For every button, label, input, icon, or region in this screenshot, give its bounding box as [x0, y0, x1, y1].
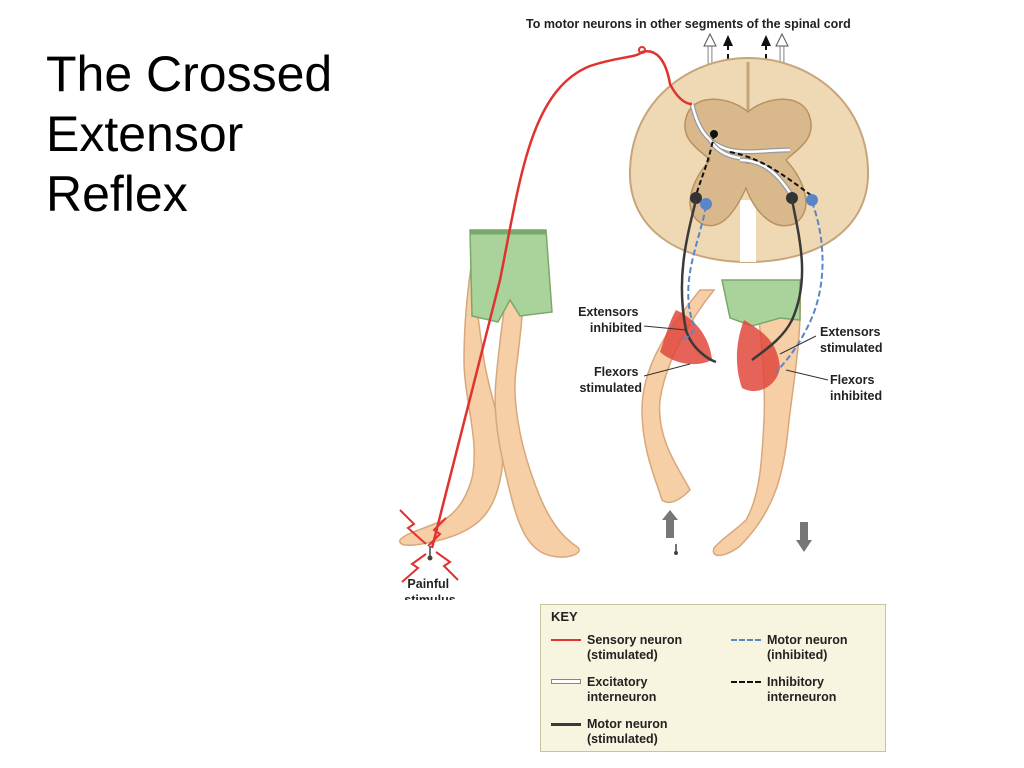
- inhibitory-swatch: [731, 681, 761, 683]
- slide-title: The Crossed Extensor Reflex: [46, 44, 386, 224]
- label-extensors-inhibited-2: inhibited: [590, 321, 642, 335]
- label-painful-stimulus-2: stimulus: [404, 593, 455, 600]
- key-inhibitory-line2: interneuron: [767, 690, 837, 704]
- excitatory-swatch: [551, 679, 581, 684]
- label-extensors-stimulated-1: Extensors: [820, 325, 880, 339]
- title-line-2: Extensor: [46, 106, 244, 162]
- svg-text:Painful stimulus: Painful stimulus: [404, 577, 455, 600]
- movement-arrows: [662, 510, 812, 555]
- svg-text:Extensors inhibited: Extensors inhibited: [578, 305, 642, 335]
- svg-text:Flexors inhibited: Flexors inhibited: [830, 373, 882, 403]
- svg-text:Flexors stimulated: Flexors stimulated: [579, 365, 642, 395]
- legend-key: KEY Sensory neuron (stimulated) Motor ne…: [540, 604, 886, 752]
- label-pointers: [643, 325, 829, 381]
- motor-inhibited-swatch: [731, 639, 761, 641]
- motor-stimulated-swatch: [551, 723, 581, 726]
- top-label: To motor neurons in other segments of th…: [526, 17, 851, 31]
- interneurons: [689, 103, 818, 210]
- key-title: KEY: [551, 609, 578, 624]
- title-line-1: The Crossed: [46, 46, 333, 102]
- key-motor-inhibited-line1: Motor neuron: [767, 633, 848, 647]
- sensory-neuron: [430, 50, 693, 549]
- key-excitatory-line2: interneuron: [587, 690, 657, 704]
- key-sensory-line1: Sensory neuron: [587, 633, 683, 647]
- key-motor-stimulated-line2: (stimulated): [587, 732, 658, 746]
- svg-text:Extensors stimulated: Extensors stimulated: [820, 325, 884, 355]
- right-leg-pair: [641, 279, 802, 557]
- label-flexors-stimulated-2: stimulated: [579, 381, 642, 395]
- label-flexors-inhibited-2: inhibited: [830, 389, 882, 403]
- key-motor-inhibited-line2: (inhibited): [767, 648, 828, 662]
- label-extensors-stimulated-2: stimulated: [820, 341, 883, 355]
- key-excitatory-line1: Excitatory: [587, 675, 648, 689]
- title-line-3: Reflex: [46, 166, 188, 222]
- label-flexors-inhibited-1: Flexors: [830, 373, 875, 387]
- left-leg: [399, 229, 580, 558]
- label-flexors-stimulated-1: Flexors: [594, 365, 639, 379]
- label-extensors-inhibited-1: Extensors: [578, 305, 638, 319]
- key-motor-stimulated-line1: Motor neuron: [587, 717, 668, 731]
- key-sensory-line2: (stimulated): [587, 648, 658, 662]
- crossed-extensor-diagram: To motor neurons in other segments of th…: [399, 17, 884, 600]
- motor-neurons: [679, 199, 824, 373]
- key-inhibitory-line1: Inhibitory: [767, 675, 824, 689]
- label-painful-stimulus-1: Painful: [407, 577, 449, 591]
- sensory-swatch: [551, 639, 581, 641]
- painful-stimulus-icon: [399, 509, 459, 583]
